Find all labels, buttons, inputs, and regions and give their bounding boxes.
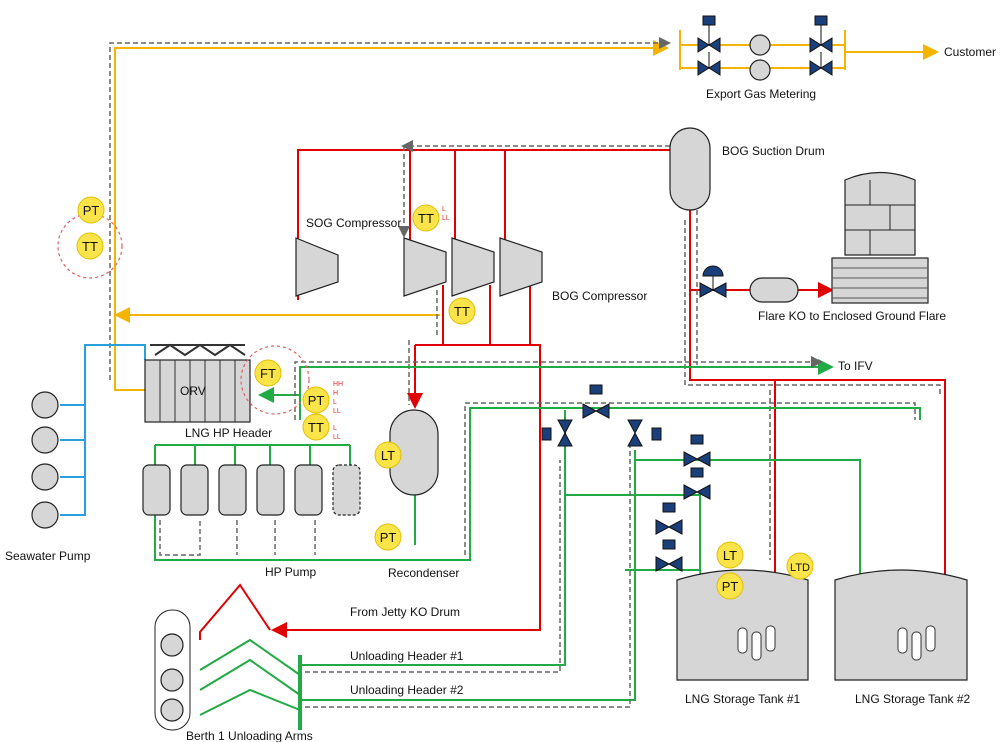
seawater-lines [60, 344, 146, 516]
pt-recondenser-instrument[interactable]: PT [374, 523, 402, 551]
instrument-tag: TT [82, 239, 98, 254]
seawater-pumps [31, 391, 59, 529]
valve [655, 502, 683, 535]
export-gas-metering [697, 15, 833, 81]
instrument-tag: TT [308, 420, 324, 435]
orv [144, 343, 251, 423]
flow-meter [749, 34, 771, 56]
metering-valve [697, 15, 721, 53]
alarm-label: L [442, 206, 446, 213]
bog-compressor-label: BOG Compressor [552, 289, 647, 303]
metering-valve [809, 15, 833, 53]
export-gas-metering-label: Export Gas Metering [706, 87, 816, 101]
instrument-tag: LT [381, 448, 395, 463]
valve [541, 419, 573, 447]
ltd-tank1-instrument[interactable]: LTD [786, 552, 814, 580]
alarm-label: L [333, 399, 337, 406]
alarm-label: HH [333, 381, 343, 388]
valve [582, 384, 610, 419]
tt-export-instrument[interactable]: TT [76, 232, 104, 260]
instrument-tag: TT [454, 304, 470, 319]
tank-2-label: LNG Storage Tank #2 [855, 692, 971, 706]
valve [655, 539, 683, 572]
ft-header-instrument[interactable]: FT [254, 359, 282, 387]
instrument-tag: PT [308, 393, 325, 408]
flare-control-valve [699, 265, 727, 298]
alarm-label: L [333, 425, 337, 432]
hp-pump-label: HP Pump [265, 565, 316, 579]
instrument-tag: PT [380, 530, 397, 545]
lng-storage-tank-2 [834, 569, 968, 681]
flare-label: Flare KO to Enclosed Ground Flare [758, 309, 946, 323]
hp-pumps [142, 464, 361, 516]
enclosed-ground-flare [831, 171, 929, 304]
flow-meter [749, 59, 771, 81]
recondenser-label: Recondenser [388, 566, 459, 580]
bog-compressor-stage [499, 237, 543, 297]
bog-suction-drum-label: BOG Suction Drum [722, 144, 825, 158]
valve [683, 434, 711, 467]
instrument-tag: LTD [790, 562, 810, 574]
instrument-tag: PT [83, 203, 100, 218]
lng-valves [541, 384, 711, 572]
compressors [295, 237, 543, 297]
seawater-pump-label: Seawater Pump [5, 549, 91, 563]
tank-1-label: LNG Storage Tank #1 [685, 692, 801, 706]
metering-valve [809, 52, 833, 76]
pt-export-instrument[interactable]: PT [77, 196, 105, 224]
tt-bog-instrument[interactable]: TT [448, 297, 476, 325]
instrument-tag: TT [418, 211, 434, 226]
alarm-label: LL [333, 408, 341, 415]
from-jetty-label: From Jetty KO Drum [350, 605, 460, 619]
alarm-label: H [333, 390, 338, 397]
orv-label: ORV [180, 384, 206, 398]
berth-label: Berth 1 Unloading Arms [186, 729, 313, 742]
instrument-tag: PT [722, 579, 739, 594]
customer-label: Customer [944, 45, 996, 59]
lng-storage-tank-1 [676, 569, 809, 681]
flare-ko-drum [749, 277, 799, 303]
lng-lines [154, 356, 921, 730]
instrument-tag: LT [723, 548, 737, 563]
unloading-header-2-label: Unloading Header #2 [350, 683, 464, 697]
bog-compressor-stage [451, 237, 495, 297]
sog-compressor-label: SOG Compressor [306, 216, 401, 230]
to-ifv-label: To IFV [838, 359, 873, 373]
alarm-label: LL [442, 215, 450, 222]
lng-hp-header-label: LNG HP Header [185, 426, 272, 440]
boil-off-gas-lines [199, 140, 946, 640]
send-out-gas-lines [109, 30, 935, 391]
valve [683, 467, 711, 500]
metering-valve [697, 52, 721, 76]
highlight-ring [240, 345, 310, 415]
sog-compressor [295, 237, 339, 297]
alarm-label: LL [333, 434, 341, 441]
bog-suction-drum [669, 127, 711, 211]
instrument-tag: FT [260, 366, 276, 381]
lt-tank1-instrument[interactable]: LT [716, 541, 744, 569]
pt-tank1-instrument[interactable]: PT [716, 572, 744, 600]
valve [627, 419, 662, 447]
lt-recondenser-instrument[interactable]: LT [374, 441, 402, 469]
bog-compressor-stage [403, 237, 447, 297]
unloading-header-1-label: Unloading Header #1 [350, 649, 464, 663]
berth-unloading-arms [154, 609, 191, 731]
